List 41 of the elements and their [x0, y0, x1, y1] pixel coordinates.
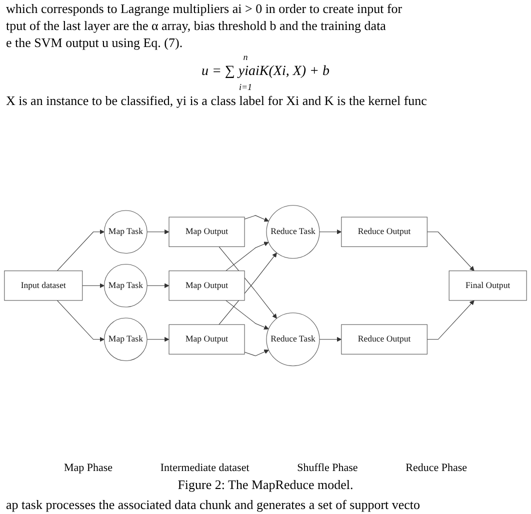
node-box: Reduce Output: [341, 324, 428, 355]
body-text: ap task processes the associated data chunk and generates a set of support vecto: [6, 497, 422, 513]
arrow: [226, 300, 269, 330]
phase-label: Map Phase: [64, 462, 113, 474]
arrow: [218, 252, 277, 326]
arrow: [146, 230, 170, 235]
arrow: [244, 216, 269, 222]
arrow: [218, 246, 277, 320]
node-box: Reduce Output: [341, 217, 428, 248]
node-circle: Map Task: [104, 264, 148, 308]
body-text: tput of the last layer are the α array, bias threshold b and the training data: [6, 18, 387, 34]
equation: u = ∑ yiaiK(Xi, X) + b: [200, 64, 331, 80]
body-text: X is an instance to be classified, yi is a class label for Xi and K is the kernel func: [6, 93, 428, 109]
body-text: which corresponds to Lagrange multipliers ai > 0 in order to create input for: [6, 1, 404, 17]
phase-label: Shuffle Phase: [297, 462, 358, 474]
node-circle: Reduce Task: [266, 312, 320, 367]
body-text: e the SVM output u using Eq. (7).: [6, 35, 184, 51]
arrow: [56, 300, 105, 342]
arrow: [319, 230, 342, 235]
node-circle: Map Task: [104, 210, 148, 254]
arrow: [244, 350, 269, 356]
arrow: [226, 242, 269, 272]
arrow: [146, 337, 170, 342]
phase-label: Reduce Phase: [406, 462, 468, 474]
node-box: Map Output: [168, 270, 245, 302]
node-circle: Reduce Task: [266, 205, 320, 260]
phase-label: Intermediate dataset: [160, 462, 250, 474]
arrow: [146, 284, 170, 288]
figure-caption: Figure 2: The MapReduce model.: [176, 477, 354, 493]
node-box: Final Output: [448, 270, 527, 302]
summation-limit: i=1: [238, 82, 254, 92]
summation-limit: n: [242, 52, 249, 62]
node-circle: Map Task: [104, 318, 148, 362]
arrow: [426, 300, 474, 340]
arrow: [56, 230, 105, 272]
node-box: Map Output: [168, 324, 245, 355]
node-box: Map Output: [168, 217, 245, 248]
arrow: [319, 337, 342, 342]
node-box: Input dataset: [4, 270, 83, 302]
arrow: [82, 284, 105, 288]
arrow: [426, 232, 474, 272]
